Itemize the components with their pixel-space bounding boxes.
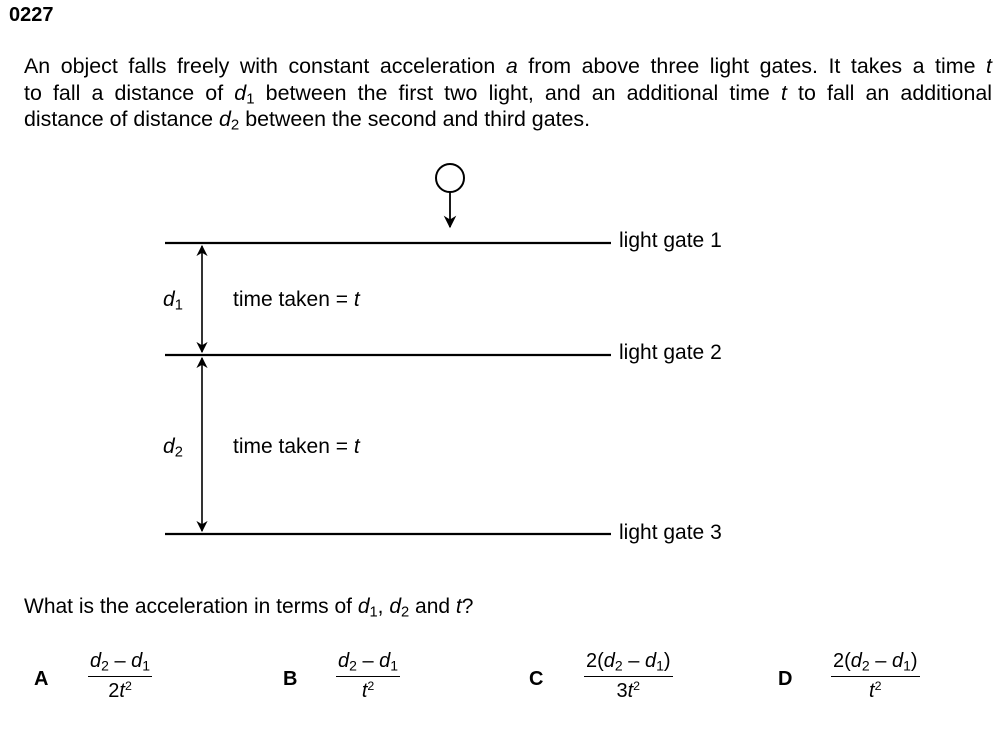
math-symbol: t — [780, 80, 787, 105]
text-run: An object falls freely with constant acc… — [24, 54, 506, 78]
numerator-prefix: 2( — [833, 650, 851, 672]
distance-d1-label: d1 — [163, 288, 183, 314]
option-letter: D — [778, 668, 793, 690]
distance-d2-label: d2 — [163, 435, 183, 461]
text-run: to fall a distance of — [24, 80, 235, 105]
subscript: 2 — [101, 657, 109, 674]
text-run: between the second and third gates. — [239, 107, 591, 131]
subscript: 2 — [230, 116, 240, 134]
time-taken-2-label: time taken = t — [233, 435, 360, 459]
subscript: 2 — [861, 657, 870, 674]
text-run: distance of distance — [24, 107, 220, 131]
stem-line-1: An object falls freely with constant acc… — [24, 53, 992, 80]
distance-symbol: d — [163, 435, 175, 458]
denominator: t2 — [362, 677, 374, 705]
exponent: 2 — [633, 679, 641, 694]
denominator-coefficient: 3 — [616, 680, 628, 702]
text-run: to fall an additional — [786, 80, 993, 105]
math-symbol: d — [379, 650, 391, 672]
text-run: from above three light gates. It takes a… — [517, 54, 987, 78]
math-symbol: t — [627, 680, 634, 702]
math-symbol: d — [644, 650, 657, 672]
minus-sign: – — [356, 650, 380, 672]
subscript: 2 — [349, 657, 357, 674]
subscript: 1 — [903, 657, 911, 674]
math-symbol: d — [603, 650, 615, 672]
subscript: 1 — [369, 604, 378, 621]
math-symbol: d — [338, 650, 350, 672]
math-symbol: d — [90, 650, 102, 672]
distance-symbol: d — [163, 288, 175, 311]
time-symbol: t — [353, 435, 360, 458]
light-gate-1-label: light gate 1 — [619, 229, 722, 252]
subscript: 2 — [614, 657, 623, 674]
exponent: 2 — [124, 679, 132, 694]
text-run: ? — [461, 595, 474, 618]
math-symbol: d — [357, 595, 370, 618]
question-prompt: What is the acceleration in terms of d1,… — [24, 595, 474, 621]
light-gate-3-label: light gate 3 — [619, 521, 722, 544]
numerator: 2(d2 – d1) — [584, 648, 673, 677]
subscript: 1 — [390, 657, 399, 674]
math-symbol: t — [361, 680, 368, 702]
math-symbol: t — [455, 595, 462, 618]
numerator-suffix: ) — [910, 650, 918, 672]
denominator-coefficient: 2 — [108, 680, 120, 702]
denominator: 3t2 — [616, 677, 640, 705]
text-run: and — [409, 595, 456, 618]
falling-object-icon — [435, 163, 465, 229]
subscript: 1 — [656, 657, 664, 674]
denominator: 2t2 — [108, 677, 132, 705]
option-c-expression: 2(d2 – d1)3t2 — [584, 648, 673, 705]
option-letter: B — [283, 668, 298, 690]
subscript: 1 — [246, 90, 255, 108]
numerator-prefix: 2( — [586, 650, 604, 672]
time-symbol: t — [353, 288, 360, 311]
numerator: 2(d2 – d1) — [831, 648, 920, 677]
text-run: What is the acceleration in terms of — [24, 595, 358, 618]
math-symbol: t — [119, 680, 125, 702]
option-letter: A — [34, 668, 49, 690]
option-letter: C — [529, 668, 544, 690]
time-text: time taken = — [233, 288, 354, 311]
denominator: t2 — [869, 677, 881, 705]
text-run: between the first two light, and an addi… — [254, 80, 781, 105]
minus-sign: – — [869, 650, 892, 672]
numerator: d2 – d1 — [336, 648, 401, 677]
option-d-expression: 2(d2 – d1)t2 — [831, 648, 920, 705]
time-taken-1-label: time taken = t — [233, 288, 360, 312]
numerator-suffix: ) — [663, 650, 671, 672]
subscript: 2 — [401, 604, 410, 621]
subscript: 1 — [142, 657, 151, 674]
question-stem: An object falls freely with constant acc… — [24, 53, 992, 133]
distance-subscript: 1 — [174, 297, 183, 314]
math-symbol: t — [869, 680, 875, 702]
math-symbol: a — [505, 54, 518, 78]
stem-line-3: distance of distance d2 between the seco… — [24, 106, 992, 133]
stem-line-2: to fall a distance of d1 between the fir… — [24, 80, 992, 107]
distance-subscript: 2 — [174, 444, 183, 461]
math-symbol: d — [131, 650, 143, 672]
question-number: 0227 — [9, 4, 54, 26]
math-symbol: d — [389, 595, 402, 618]
light-gate-2-label: light gate 2 — [619, 341, 722, 364]
math-symbol: d — [219, 107, 231, 131]
math-symbol: t — [986, 54, 992, 78]
time-text: time taken = — [233, 435, 354, 458]
math-symbol: d — [891, 650, 904, 672]
math-symbol: d — [850, 650, 862, 672]
math-symbol: d — [234, 80, 247, 105]
minus-sign: – — [108, 650, 132, 672]
numerator: d2 – d1 — [88, 648, 153, 677]
minus-sign: – — [622, 650, 645, 672]
text-run: , — [377, 595, 390, 618]
exponent: 2 — [367, 679, 375, 694]
exponent: 2 — [874, 679, 882, 694]
